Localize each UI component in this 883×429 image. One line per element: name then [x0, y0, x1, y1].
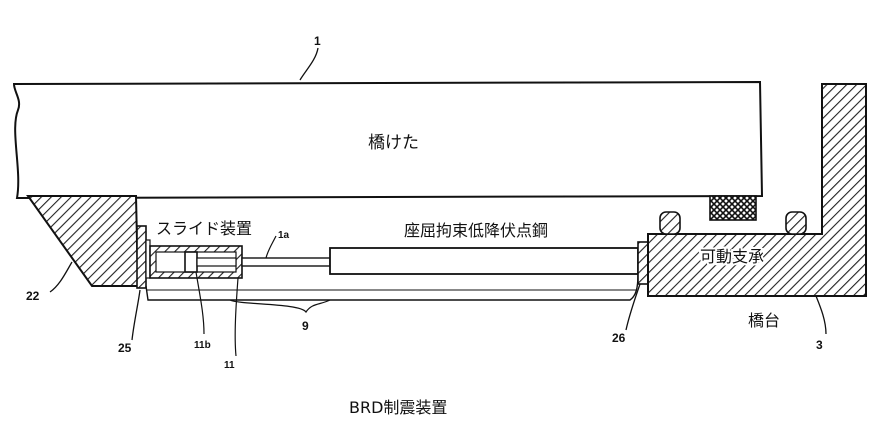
girder-label: 橋けた	[368, 133, 419, 153]
slide-device-label: スライド装置	[156, 219, 252, 238]
bearing-pads	[659, 195, 807, 235]
right-abutment: 可動支承	[647, 83, 867, 297]
figure-caption: BRD制震装置	[349, 398, 447, 417]
leader-1a	[265, 235, 277, 259]
ref-26: 26	[612, 331, 626, 345]
ref-9: 9	[302, 319, 309, 333]
ref-1a: 1a	[278, 230, 290, 241]
ref-25: 25	[118, 341, 132, 355]
bridge-girder: 橋けた	[12, 80, 764, 200]
connecting-rod	[241, 257, 331, 267]
abutment-label: 橋台	[748, 311, 780, 330]
leader-9	[229, 299, 331, 314]
ref-11: 11	[224, 360, 235, 371]
leader-3	[815, 295, 827, 335]
leader-22	[49, 261, 73, 293]
movable-bearing-label: 可動支承	[700, 247, 764, 266]
leader-25	[131, 289, 141, 341]
end-plate-left	[136, 225, 151, 289]
ref-3: 3	[816, 338, 823, 352]
ref-1: 1	[314, 34, 321, 48]
leader-11b	[195, 271, 205, 335]
ref-22: 22	[26, 289, 40, 303]
slide-device: スライド装置	[149, 219, 252, 279]
buckling-restrained-brace: 座屈拘束低降伏点鋼	[329, 221, 639, 275]
leader-11	[234, 277, 239, 357]
left-support-block	[26, 195, 140, 287]
ref-11b: 11b	[194, 340, 211, 351]
end-plate-right	[637, 241, 649, 285]
leader-1	[299, 47, 319, 81]
leader-26	[625, 283, 641, 331]
brb-label: 座屈拘束低降伏点鋼	[404, 221, 548, 240]
